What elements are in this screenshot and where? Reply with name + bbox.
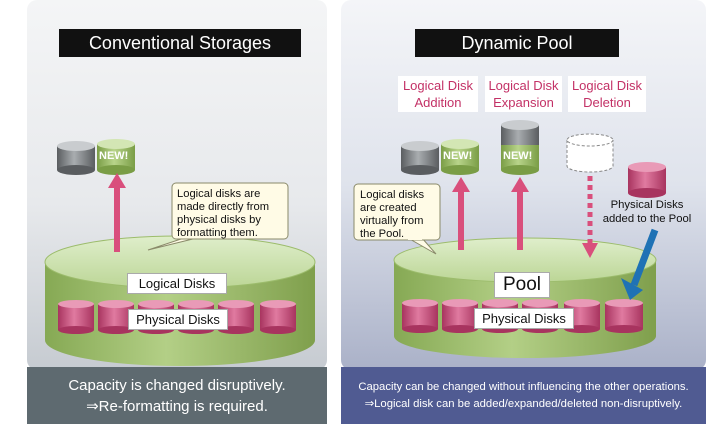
left-new-badge: NEW! bbox=[99, 150, 129, 162]
conventional-footer-line1: Capacity is changed disruptively. bbox=[68, 376, 286, 394]
left-up-arrow bbox=[108, 173, 126, 252]
pool-physical-disks-label: Physical Disks bbox=[474, 308, 574, 329]
pool-delete-arrow bbox=[582, 176, 598, 258]
logical-disks-label: Logical Disks bbox=[127, 273, 227, 294]
pool-deleted-logical-disk bbox=[566, 133, 614, 173]
op-label-expansion-line1: Logical Disk bbox=[488, 78, 559, 93]
op-label-deletion: Logical Disk Deletion bbox=[568, 76, 646, 112]
pool-add-arrow bbox=[452, 177, 470, 250]
pool-existing-logical-disk bbox=[401, 141, 439, 175]
pool-physical-disks bbox=[402, 299, 643, 333]
op-label-addition-line1: Logical Disk bbox=[402, 78, 474, 93]
dynamic-pool-footer-line1: Capacity can be changed without influenc… bbox=[358, 380, 689, 393]
op-label-expansion: Logical Disk Expansion bbox=[485, 76, 562, 112]
left-existing-logical-disk bbox=[57, 141, 95, 175]
pool-added-logical-disk bbox=[441, 139, 479, 175]
left-callout-text: Logical disks are made directly from phy… bbox=[177, 188, 270, 239]
pool-add-new-badge: NEW! bbox=[443, 150, 473, 162]
op-label-addition: Logical Disk Addition bbox=[398, 76, 478, 112]
pool-callout-text: Logical disks are created virtually from… bbox=[360, 189, 425, 240]
pool-expanded-logical-disk bbox=[501, 120, 539, 175]
pool-expand-new-badge: NEW! bbox=[503, 150, 533, 162]
left-new-logical-disk bbox=[97, 139, 135, 175]
dynamic-pool-title: Dynamic Pool bbox=[415, 29, 619, 57]
op-label-expansion-line2: Expansion bbox=[493, 95, 554, 110]
conventional-footer-line2: ⇒Re-formatting is required. bbox=[86, 397, 268, 415]
conventional-footer: Capacity is changed disruptively. ⇒Re-fo… bbox=[27, 367, 327, 424]
left-physical-disks bbox=[58, 300, 296, 334]
left-callout-bubble bbox=[147, 182, 289, 251]
pool-add-physical-arrow bbox=[621, 228, 659, 300]
pool-cylinder bbox=[393, 237, 657, 358]
conventional-storages-title: Conventional Storages bbox=[59, 29, 301, 57]
op-label-deletion-line2: Deletion bbox=[583, 95, 631, 110]
pool-label: Pool bbox=[494, 272, 550, 298]
op-label-deletion-line1: Logical Disk bbox=[571, 78, 643, 93]
left-physical-disks-label: Physical Disks bbox=[128, 309, 228, 330]
dynamic-pool-footer: Capacity can be changed without influenc… bbox=[341, 367, 706, 424]
op-label-addition-line2: Addition bbox=[414, 95, 462, 110]
physical-disks-added-label: Physical Disks added to the Pool bbox=[602, 199, 692, 225]
pool-expand-arrow bbox=[511, 177, 529, 250]
pool-callout-bubble bbox=[353, 183, 441, 255]
pool-new-physical-disk bbox=[628, 162, 666, 198]
dynamic-pool-footer-line2: ⇒Logical disk can be added/expanded/dele… bbox=[364, 397, 683, 410]
